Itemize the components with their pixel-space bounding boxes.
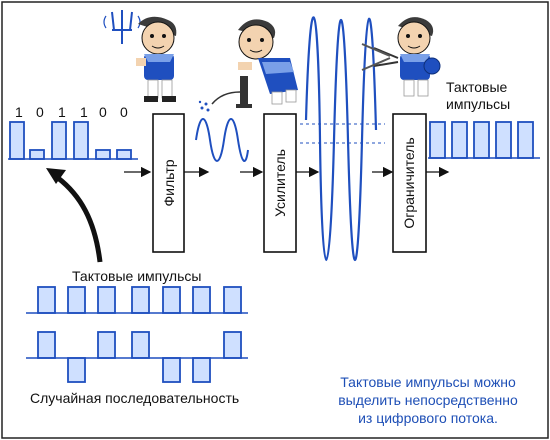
bit-label: 1 [58, 104, 66, 120]
random-sequence-pulses [37, 331, 242, 383]
amplifier-label: Усилитель [272, 149, 288, 217]
output-label-line1: Тактовые [446, 79, 508, 95]
amplifier-block [263, 113, 297, 253]
boy-with-pump-icon [198, 19, 298, 112]
boy-with-scissors-icon [361, 17, 441, 97]
output-pulse [451, 121, 468, 159]
amplified-sine-wave [304, 16, 378, 261]
bit-label: 0 [36, 104, 44, 120]
bit-label: 1 [80, 104, 88, 120]
boy-with-tuning-fork-icon [103, 10, 177, 102]
random-sequence-label: Случайная последовательность [30, 390, 239, 406]
output-pulse [517, 121, 534, 159]
bit-label: 0 [99, 104, 107, 120]
filtered-sine-wave [195, 118, 249, 162]
curved-arrow-head [46, 168, 66, 184]
output-pulse [473, 121, 490, 159]
filter-block [152, 113, 185, 253]
output-pulse [495, 121, 512, 159]
input-pulse-low [116, 149, 132, 160]
input-pulse-low [29, 149, 45, 160]
clock-pulses-label: Тактовые импульсы [72, 268, 201, 284]
output-label-line2: импульсы [446, 96, 510, 112]
filter-label: Фильтр [161, 159, 177, 206]
output-clock-pulses [429, 121, 534, 159]
curved-arrow [56, 176, 103, 263]
input-bit-labels: 1 0 1 1 0 0 [15, 104, 128, 120]
note-line2: выделить непосредственно [338, 392, 518, 408]
bit-label: 0 [120, 104, 128, 120]
note-line3: из цифрового потока. [358, 410, 498, 426]
clock-pulse-train [37, 286, 242, 314]
limiter-label: Ограничитель [401, 137, 417, 228]
bit-label: 1 [15, 104, 23, 120]
output-pulse [429, 121, 446, 159]
input-pulse-high [73, 121, 89, 160]
limiter-threshold-lines [300, 123, 385, 144]
note-line1: Тактовые импульсы можно [340, 374, 516, 390]
limiter-block [392, 113, 427, 253]
input-pulse-high [51, 121, 67, 160]
input-pulse-train [9, 121, 132, 160]
input-pulse-high [9, 121, 25, 160]
input-pulse-low [95, 149, 111, 160]
